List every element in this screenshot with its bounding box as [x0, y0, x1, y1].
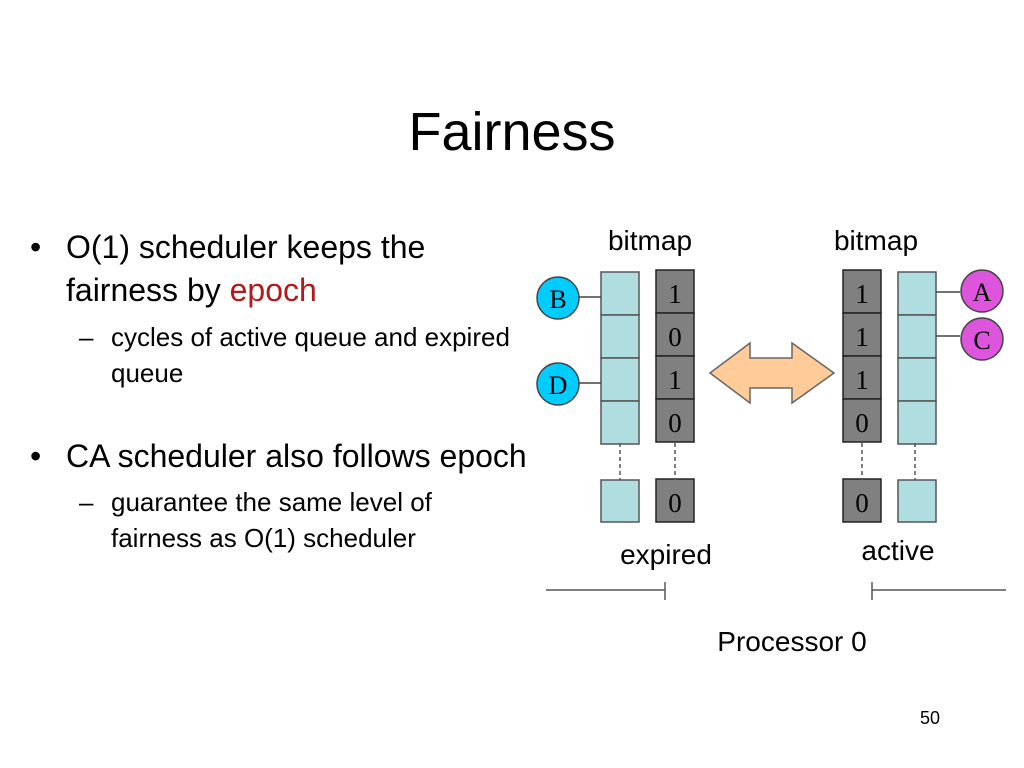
- bullet-2: • CA scheduler also follows epoch: [30, 435, 530, 478]
- sub-bullet-2: – guarantee the same level of fairness a…: [30, 484, 530, 556]
- active-queue-cell: [897, 314, 937, 359]
- task-d: D: [536, 362, 580, 406]
- bullet-1-highlight: epoch: [229, 272, 317, 308]
- expired-queue-cell: [600, 357, 640, 402]
- task-a: A: [960, 269, 1004, 313]
- active-queue: [897, 271, 937, 523]
- bullet-marker: •: [30, 438, 42, 474]
- task-b: B: [536, 276, 580, 320]
- task-a-label: A: [973, 278, 992, 307]
- task-b-label: B: [549, 285, 566, 314]
- sub-bullet-1: – cycles of active queue and expired que…: [30, 319, 530, 391]
- task-d-label: D: [549, 371, 568, 400]
- expired-bit-cell: [655, 312, 695, 357]
- active-queue-cell-last: [897, 479, 937, 523]
- active-bit: 1: [855, 279, 869, 309]
- processor-label: Processor 0: [717, 626, 866, 657]
- bullet-1-text: O(1) scheduler keeps the fairness by: [66, 229, 426, 308]
- expired-queue-cell-last: [600, 479, 640, 523]
- expired-queue-cell: [600, 271, 640, 316]
- expired-bitmap: 1 0 1 0 0: [655, 269, 695, 523]
- active-queue-cell: [897, 400, 937, 445]
- page-number: 50: [919, 708, 940, 728]
- task-c-label: C: [973, 326, 990, 355]
- active-bitmap: 1 1 1 0 0: [842, 269, 882, 523]
- active-queue-cell: [897, 357, 937, 402]
- expired-queue-cell: [600, 314, 640, 359]
- expired-bit-cell: [655, 269, 695, 314]
- sub-bullet-2-text: guarantee the same level of fairness as …: [111, 487, 432, 553]
- bullet-marker: •: [30, 229, 42, 265]
- bullet-list: • O(1) scheduler keeps the fairness by e…: [30, 226, 530, 556]
- expired-bit: 1: [668, 279, 682, 309]
- active-bit: 1: [855, 322, 869, 352]
- active-bit-cell: [842, 398, 882, 443]
- expired-queue: [600, 271, 640, 523]
- active-bit-cell-last: [842, 478, 882, 523]
- active-label: active: [861, 535, 934, 566]
- active-bit: 0: [855, 408, 869, 438]
- bullet-1: • O(1) scheduler keeps the fairness by e…: [30, 226, 530, 312]
- expired-bitmap-label: bitmap: [608, 225, 692, 256]
- slide-title: Fairness: [408, 102, 616, 162]
- active-queue-cell: [897, 271, 937, 316]
- sub-bullet-1-text: cycles of active queue and expired queue: [111, 322, 510, 388]
- active-bitmap-label: bitmap: [834, 225, 918, 256]
- sub-bullet-marker: –: [79, 322, 94, 352]
- expired-bit: 0: [668, 408, 682, 438]
- expired-queue-cell: [600, 400, 640, 445]
- bullet-2-text: CA scheduler also follows epoch: [66, 438, 527, 474]
- active-bit-cell: [842, 269, 882, 314]
- expired-bit-cell: [655, 398, 695, 443]
- expired-bit-last: 0: [668, 488, 682, 518]
- expired-bit-cell: [655, 355, 695, 400]
- active-bit-last: 0: [855, 488, 869, 518]
- expired-bit: 1: [668, 365, 682, 395]
- swap-arrow-icon: [708, 341, 836, 405]
- task-c: C: [960, 317, 1004, 361]
- expired-label: expired: [620, 539, 712, 570]
- active-bit: 1: [855, 365, 869, 395]
- sub-bullet-marker: –: [79, 487, 94, 517]
- active-bit-cell: [842, 355, 882, 400]
- expired-bit: 0: [668, 322, 682, 352]
